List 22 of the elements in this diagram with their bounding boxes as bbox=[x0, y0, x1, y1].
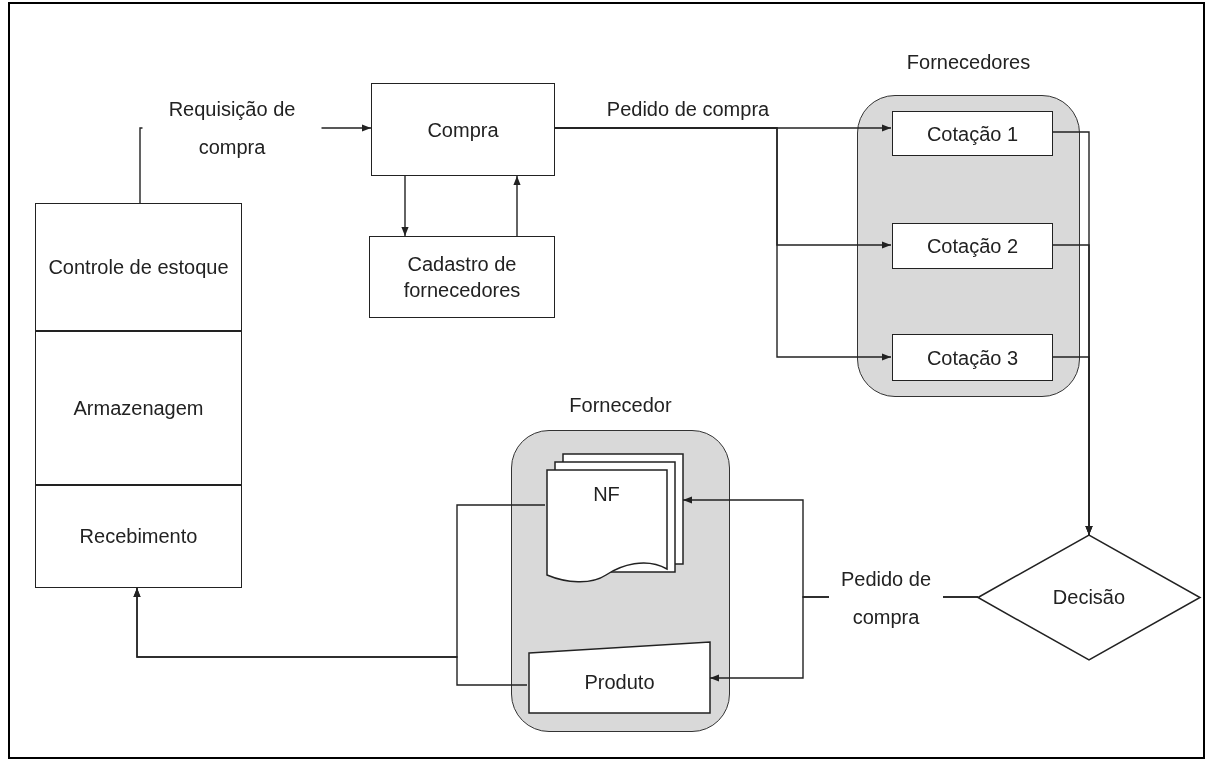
document-text: NF bbox=[593, 483, 620, 506]
decision-diamond bbox=[978, 535, 1200, 660]
process-box: Recebimento bbox=[35, 485, 242, 588]
process-box: Cadastro de fornecedores bbox=[369, 236, 555, 318]
process-box: Armazenagem bbox=[35, 331, 242, 485]
arrow bbox=[1051, 356, 1093, 536]
process-box: Cotação 3 bbox=[892, 334, 1053, 381]
arrow bbox=[554, 127, 892, 361]
process-box: Cotação 2 bbox=[892, 223, 1053, 269]
process-box: Cotação 1 bbox=[892, 111, 1053, 156]
arrow bbox=[513, 175, 521, 237]
input-text: Produto bbox=[584, 671, 655, 694]
manual-input-shape bbox=[528, 641, 711, 714]
edge-label: Pedido de compra bbox=[605, 97, 771, 122]
process-box: Controle de estoque bbox=[35, 203, 242, 331]
arrow bbox=[133, 587, 528, 686]
arrow bbox=[401, 175, 409, 237]
group-heading: Fornecedor bbox=[568, 394, 673, 417]
document-stack bbox=[546, 453, 684, 585]
decision-text: Decisão bbox=[1052, 586, 1126, 609]
process-box: Compra bbox=[371, 83, 555, 176]
group-heading: Fornecedores bbox=[905, 51, 1032, 74]
